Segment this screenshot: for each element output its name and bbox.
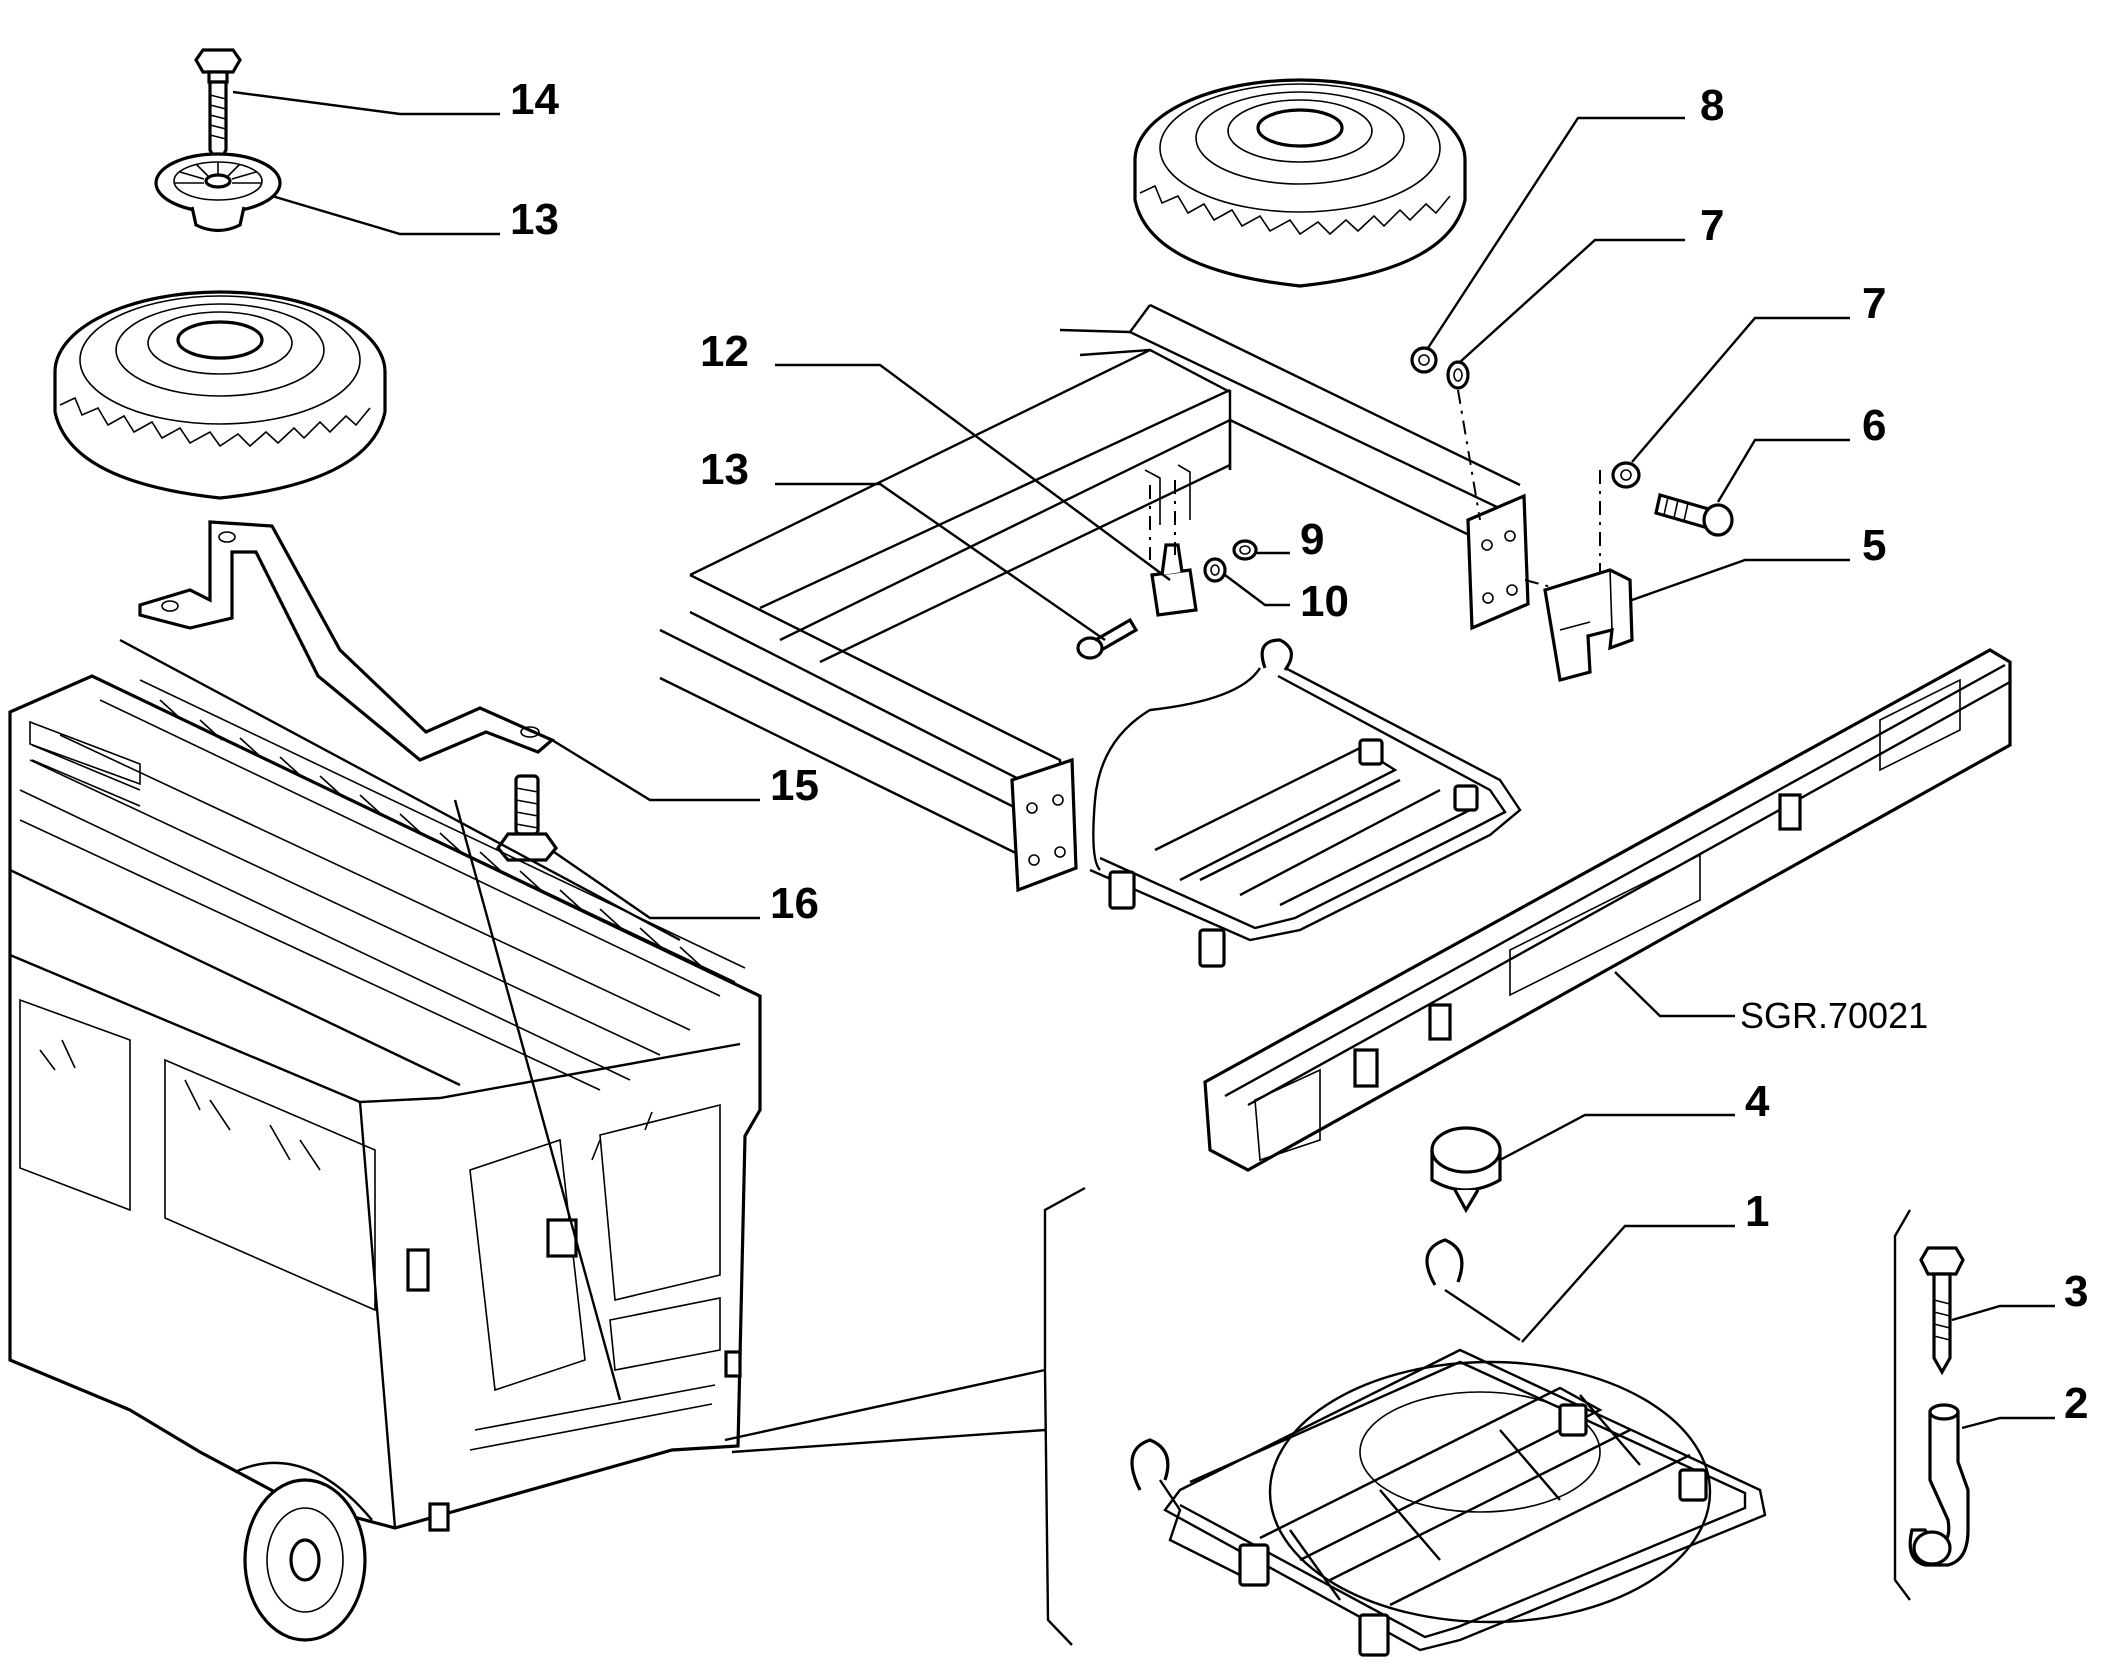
bolt-3 bbox=[1919, 1246, 1965, 1376]
reference-code: SGR.70021 bbox=[1740, 995, 1929, 1036]
callout-5: 5 bbox=[1862, 521, 1887, 570]
cradle-1 bbox=[1130, 1238, 1767, 1657]
leader-8 bbox=[1426, 116, 1685, 349]
frame-bracket-bottom bbox=[724, 1368, 1046, 1442]
callout-10: 10 bbox=[1300, 577, 1349, 626]
bracket-5 bbox=[1543, 568, 1634, 682]
callout-7-top: 7 bbox=[1700, 201, 1725, 250]
callout-7-right: 7 bbox=[1862, 279, 1887, 328]
leader-5 bbox=[1631, 558, 1850, 602]
bracket-13 bbox=[138, 520, 555, 762]
van-illustration bbox=[8, 674, 762, 1642]
leader-14 bbox=[271, 194, 500, 236]
callout-11: 12 bbox=[700, 327, 749, 376]
frame-bracket-right bbox=[1893, 1209, 1912, 1601]
leader-11 bbox=[775, 363, 1171, 581]
hook-2 bbox=[1908, 1403, 1970, 1567]
leader-3 bbox=[1951, 1304, 2055, 1322]
bolt-12 bbox=[1076, 617, 1139, 660]
leader-1 bbox=[1521, 1224, 1735, 1343]
leader-line-13-frame bbox=[119, 638, 681, 942]
callout-16: 16 bbox=[770, 879, 819, 928]
washer-8 bbox=[1410, 346, 1438, 374]
bump-stop-4 bbox=[1430, 1126, 1502, 1214]
washer-9 bbox=[1232, 539, 1258, 561]
callout-14: 13 bbox=[510, 195, 559, 244]
callout-4: 4 bbox=[1745, 1077, 1770, 1126]
leader-12 bbox=[775, 482, 1106, 641]
spare-wheel-left bbox=[53, 290, 387, 500]
leader-7-right bbox=[1631, 316, 1850, 463]
clip-11 bbox=[1144, 464, 1198, 617]
washer-7-right bbox=[1611, 461, 1641, 489]
leader-16 bbox=[553, 851, 760, 920]
leader-6 bbox=[1716, 438, 1850, 503]
leader-ref bbox=[1614, 971, 1735, 1018]
washer-10 bbox=[1203, 557, 1227, 583]
frame-bracket-bottom bbox=[731, 1428, 1046, 1454]
bolt-6 bbox=[1654, 492, 1734, 537]
callout-9: 9 bbox=[1300, 515, 1325, 564]
leader-2 bbox=[1961, 1416, 2055, 1430]
chassis-frame bbox=[659, 303, 1530, 893]
bolt-16 bbox=[495, 774, 559, 862]
callout-3: 3 bbox=[2064, 1267, 2089, 1316]
rear-bumper bbox=[1203, 648, 2012, 1172]
callout-8: 8 bbox=[1700, 81, 1725, 130]
leader-4 bbox=[1499, 1113, 1735, 1162]
callout-2: 2 bbox=[2064, 1379, 2089, 1428]
leader-10 bbox=[1224, 574, 1290, 607]
washer-7-top bbox=[1446, 360, 1470, 390]
spare-wheel-top bbox=[1133, 78, 1467, 288]
axis-line bbox=[1457, 389, 1481, 521]
callout-15: 14 bbox=[510, 75, 559, 124]
callout-6: 6 bbox=[1862, 401, 1887, 450]
cap-14 bbox=[154, 152, 282, 233]
callout-1: 1 bbox=[1745, 1187, 1770, 1236]
callout-12: 13 bbox=[700, 445, 749, 494]
leader-15 bbox=[232, 90, 500, 116]
bolt-15 bbox=[194, 48, 242, 169]
leader-7-top bbox=[1459, 238, 1685, 363]
leader-line-13-frame bbox=[453, 799, 622, 1401]
wire-cradle-top bbox=[1089, 638, 1522, 968]
frame-bracket-bottom bbox=[1043, 1186, 1086, 1646]
leader-13 bbox=[551, 738, 760, 802]
callout-13: 15 bbox=[770, 761, 819, 810]
